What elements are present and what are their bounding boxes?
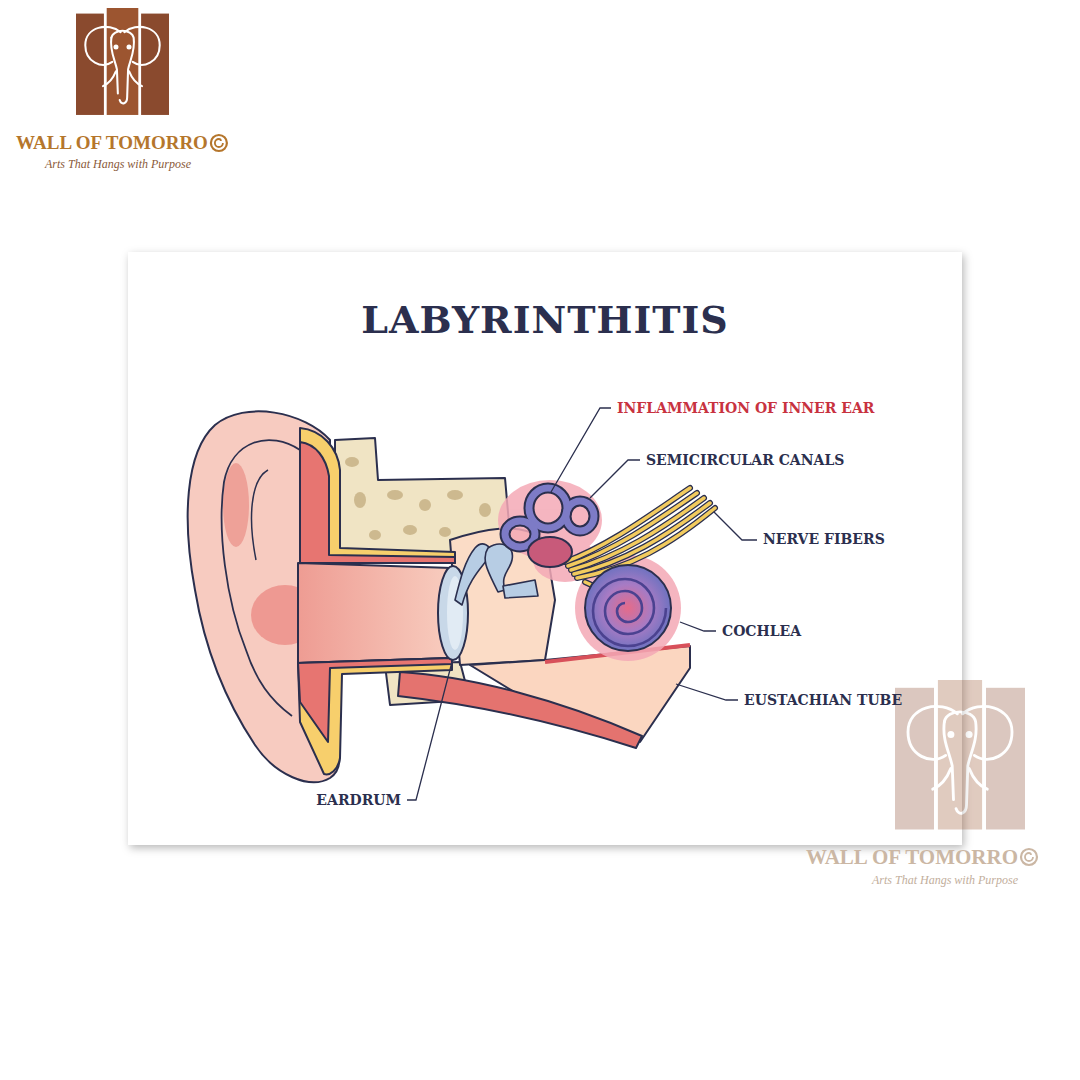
part-label: EUSTACHIAN TUBE [744,692,902,708]
cochlea-shape [585,565,671,651]
logo-swirl [215,139,223,147]
ear-canal [300,428,455,563]
part-label: SEMICIRCULAR CANALS [646,452,844,468]
watermark-tagline: Arts That Hangs with Purpose [872,874,1018,888]
auricle [252,470,268,560]
ear-illustration [188,411,715,782]
ear-canal [298,563,452,663]
eustachian-tube-shape [398,645,690,748]
nerve-fibers-shape [565,488,690,562]
logo-mark [76,8,169,115]
cochlea-shape [585,565,671,651]
temporal-bone [403,525,417,535]
logo-swirl [211,135,1037,865]
logo-mark [76,8,169,115]
logo-name: WALL OF TOMORRO [16,132,208,154]
nerve-fibers-shape [565,488,690,562]
temporal-bone [447,490,463,500]
auricle [222,440,300,716]
part-label: NERVE FIBERS [763,531,885,547]
part-label: EARDRUM [316,792,401,808]
temporal-bone [439,527,451,537]
temporal-bone [369,530,381,540]
semicircular-canals-shape [505,488,594,567]
semicircular-canals-shape [566,501,594,531]
ear-canal [298,428,455,774]
semicircular-canals-shape [566,501,594,531]
leader-line [680,622,716,631]
leader-line [714,512,757,540]
temporal-bone [354,492,366,508]
watermark-mark [895,680,1025,830]
poster-card [128,252,962,845]
semicircular-canals-shape [529,488,567,528]
temporal-bone [345,457,359,467]
logo-swirl [1021,849,1037,865]
watermark-name: WALL OF TOMORRO [806,845,1018,869]
leader-line [676,684,738,700]
temporal-bone [419,499,431,511]
semicircular-canals-shape [529,488,567,528]
semicircular-canals-shape [505,521,535,547]
cochlea-shape [593,579,666,646]
part-label: INFLAMMATION OF INNER EAR [617,400,874,416]
logo-swirl [211,135,227,151]
leader-line [551,408,611,492]
logo-swirl [211,135,227,151]
eustachian-tube-shape [398,672,642,748]
temporal-bone [479,503,491,517]
watermark-mark [895,680,1025,830]
semicircular-canals-shape [528,537,572,567]
temporal-bone [387,490,403,500]
logo-swirl [1021,849,1037,865]
ear-canal [300,442,455,563]
leader-line [407,662,452,800]
logo-swirl [1025,853,1033,861]
ossicles [503,580,538,598]
diagram-title: LABYRINTHITIS [361,298,728,342]
auricle [223,463,249,547]
leader-line [590,460,640,498]
semicircular-canals-shape [505,521,535,547]
part-label: COCHLEA [722,623,801,639]
logo-tagline: Arts That Hangs with Purpose [45,158,191,172]
